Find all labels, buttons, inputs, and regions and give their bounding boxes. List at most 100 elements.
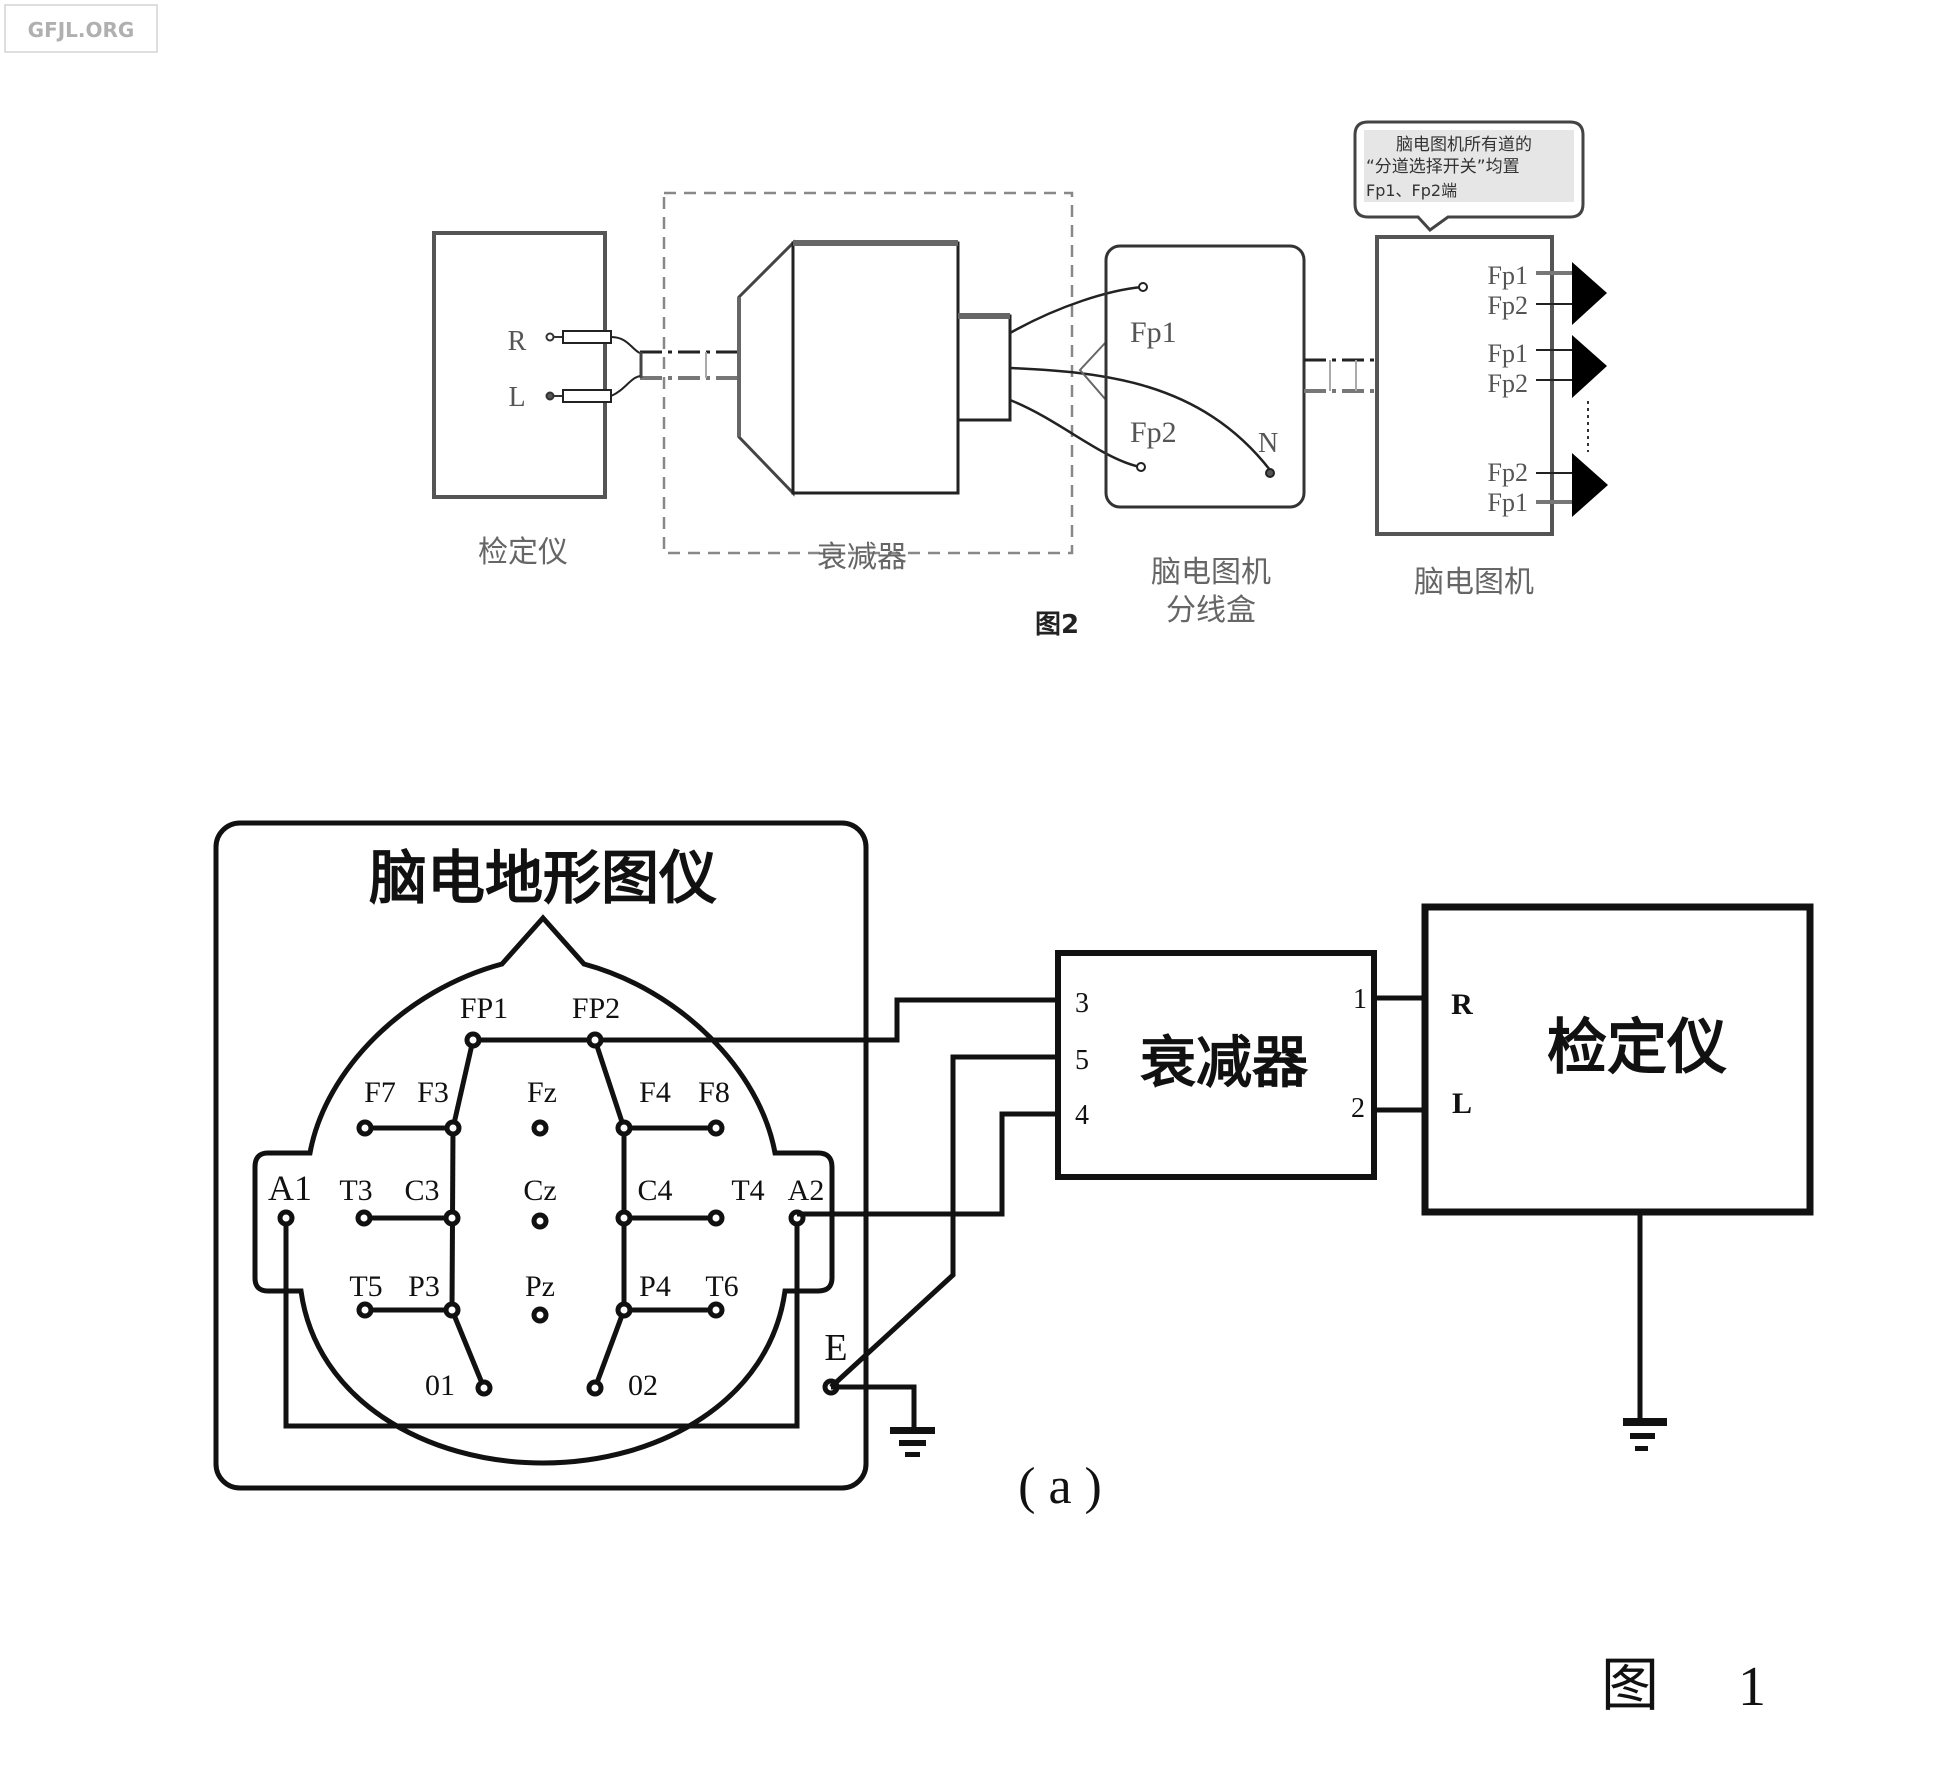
fig1-port-r-label: R xyxy=(1451,988,1473,1021)
fig2-terminal-fp1 xyxy=(1138,282,1148,292)
electrode-fz xyxy=(531,1119,549,1137)
fig2-channel-label: Fp1 xyxy=(1488,261,1528,290)
fig2-plug-l xyxy=(545,389,612,403)
figure-2: R L 检定仪 xyxy=(432,120,1608,640)
label-a2: A2 xyxy=(788,1174,825,1207)
label-t5: T5 xyxy=(349,1270,382,1303)
fig2-junction-label-line1: 脑电图机 xyxy=(1151,555,1271,590)
electrode-cz xyxy=(531,1212,549,1230)
fig2-caption: 图2 xyxy=(1035,610,1079,640)
watermark-text: GFJL.ORG xyxy=(28,18,135,42)
label-p3: P3 xyxy=(408,1270,440,1303)
electrode-c3 xyxy=(443,1209,461,1227)
fig1-subcaption: ( a ) xyxy=(1018,1458,1102,1515)
wire-e-to-port5 xyxy=(829,1054,1056,1389)
port-4-label: 4 xyxy=(1075,1100,1089,1131)
fig2-callout-line1: 脑电图机所有道的 xyxy=(1396,135,1532,155)
electrode-f8 xyxy=(707,1119,725,1137)
label-t6: T6 xyxy=(705,1270,738,1303)
fig1-calibrator-box xyxy=(1421,903,1814,1216)
label-fp1: FP1 xyxy=(460,992,508,1025)
electrode-o1 xyxy=(475,1379,493,1397)
fig2-junction-fp2-label: Fp2 xyxy=(1130,416,1177,449)
fig2-callout-shading xyxy=(1364,130,1574,202)
fig1-port-l-label: L xyxy=(1452,1087,1472,1120)
watermark: GFJL.ORG xyxy=(4,4,158,53)
electrode-t6 xyxy=(707,1301,725,1319)
label-e: E xyxy=(824,1327,847,1369)
fig2-callout-line3: Fp1、Fp2端 xyxy=(1366,181,1457,200)
fig2-junction-box-frame xyxy=(1104,244,1306,509)
label-f8: F8 xyxy=(698,1076,730,1109)
electrode-f3 xyxy=(444,1119,462,1137)
label-o1: 01 xyxy=(425,1369,455,1402)
label-t4: T4 xyxy=(731,1174,764,1207)
electrode-fp1 xyxy=(464,1031,482,1049)
fig2-terminal-n xyxy=(1265,468,1275,478)
fig2-junction-label-line2: 分线盒 xyxy=(1166,593,1256,628)
port-1-label: 1 xyxy=(1353,984,1367,1015)
fig1-topography-instrument: 脑电地形图仪 xyxy=(213,820,869,1491)
electrode-f4 xyxy=(615,1119,633,1137)
fig2-eeg-label: 脑电图机 xyxy=(1414,565,1534,600)
fig2-cable-1 xyxy=(639,350,740,380)
electrode-p4 xyxy=(615,1301,633,1319)
label-f3: F3 xyxy=(417,1076,449,1109)
fig2-channel-label: Fp2 xyxy=(1488,291,1528,320)
fig2-attenuator-output xyxy=(956,314,1012,422)
electrode-t5 xyxy=(356,1301,374,1319)
wire-fp-to-port3 xyxy=(865,997,1056,1043)
fig2-port-l-label: L xyxy=(508,382,525,413)
fig2-cable-2 xyxy=(1304,358,1377,393)
fig2-calibrator-box xyxy=(432,231,607,499)
fig1-electrode-labels: FP1 FP2 F7 F3 Fz F4 F8 A1 T3 C3 Cz C4 T4… xyxy=(268,992,848,1402)
label-t3: T3 xyxy=(339,1174,372,1207)
label-pz: Pz xyxy=(525,1270,555,1303)
fig2-calibrator-label: 检定仪 xyxy=(478,535,568,570)
label-a1: A1 xyxy=(268,1168,312,1208)
fig2-wire-l xyxy=(610,375,641,397)
fig2-attenuator: 衰减器 xyxy=(737,239,1012,575)
wire-e-to-ground xyxy=(831,1384,917,1430)
fig1-caption-number: 1 xyxy=(1738,1656,1766,1718)
fig2-channel-label: Fp2 xyxy=(1488,458,1528,487)
fig2-channel-label: Fp1 xyxy=(1488,488,1528,517)
fig1-ground-icon-left xyxy=(890,1427,935,1457)
fig2-attenuator-body xyxy=(791,241,960,495)
electrode-t4 xyxy=(707,1209,725,1227)
fig2-eeg-box xyxy=(1375,235,1554,536)
label-o2: 02 xyxy=(628,1369,658,1402)
fig2-eeg-machine: Fp1 Fp2 Fp1 Fp2 Fp2 Fp1 脑电图机 xyxy=(1375,235,1608,600)
fig2-attenuator-label: 衰减器 xyxy=(817,540,907,575)
fig2-junction-fp1-label: Fp1 xyxy=(1130,316,1177,349)
figure-1: 脑电地形图仪 xyxy=(213,820,1814,1719)
fig2-calibrator: R L 检定仪 xyxy=(432,231,641,570)
fig2-callout: 脑电图机所有道的 “分道选择开关”均置 Fp1、Fp2端 xyxy=(1353,120,1585,232)
fig2-port-r-label: R xyxy=(508,326,527,357)
electrode-fp2 xyxy=(586,1031,604,1049)
fig1-calibrator: R L 检定仪 xyxy=(1421,903,1814,1216)
label-p4: P4 xyxy=(639,1270,671,1303)
label-fz: Fz xyxy=(527,1076,557,1109)
port-3-label: 3 xyxy=(1075,988,1089,1019)
fig2-junction-box: Fp1 Fp2 N 脑电图机 分线盒 xyxy=(1104,244,1306,628)
port-5-label: 5 xyxy=(1075,1045,1089,1076)
fig2-channel-label: Fp1 xyxy=(1488,339,1528,368)
fig1-external-wiring xyxy=(797,995,1643,1430)
fig1-calibrator-label: 检定仪 xyxy=(1547,1013,1727,1083)
fig2-channel-group-2: Fp1 Fp2 xyxy=(1488,335,1607,398)
wire-a2-to-port4 xyxy=(797,1111,1056,1217)
fig1-attenuator-ports: 3 5 4 1 2 xyxy=(1075,984,1367,1131)
fig1-topography-box xyxy=(213,820,869,1491)
electrode-pz xyxy=(531,1306,549,1324)
electrode-a1 xyxy=(277,1209,295,1227)
fig2-channel-group-3: Fp2 Fp1 xyxy=(1488,453,1608,517)
electrode-t3 xyxy=(355,1209,373,1227)
label-fp2: FP2 xyxy=(572,992,620,1025)
label-f4: F4 xyxy=(639,1076,671,1109)
fig1-attenuator-label: 衰减器 xyxy=(1140,1031,1309,1096)
fig1-topography-title: 脑电地形图仪 xyxy=(369,844,717,912)
fig2-callout-line2: “分道选择开关”均置 xyxy=(1366,157,1520,177)
fig1-caption-char: 图 xyxy=(1601,1651,1659,1719)
